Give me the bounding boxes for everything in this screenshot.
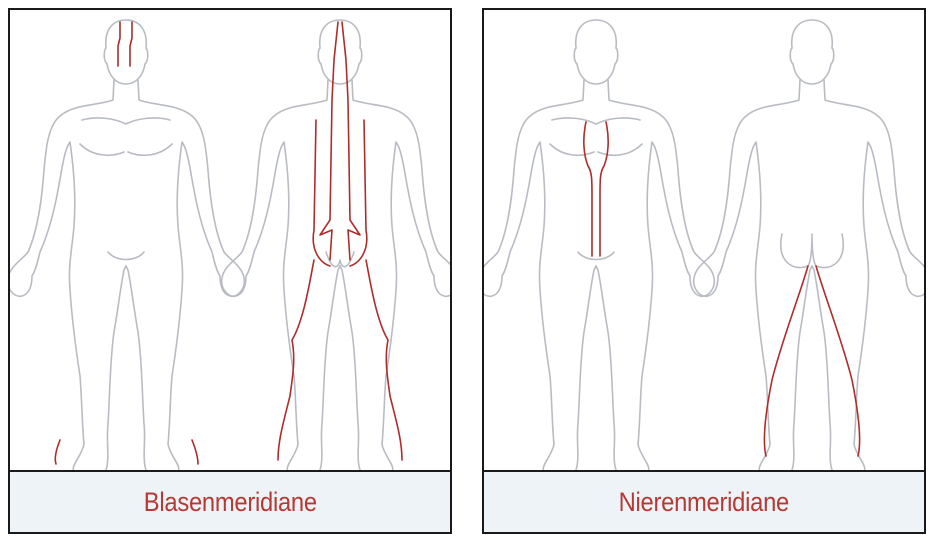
bladder-meridian-front-lines (55, 22, 198, 464)
kidney-meridian-illustration (484, 10, 924, 472)
bladder-meridian-illustration (10, 10, 450, 472)
kidney-meridian-panel: Nierenmeridiane (482, 8, 926, 534)
kidney-meridian-front-lines (584, 122, 608, 256)
front-body-figure (484, 20, 714, 472)
kidney-meridian-back-lines (764, 266, 859, 456)
front-body-figure (10, 20, 244, 472)
panel-caption: Blasenmeridiane (143, 487, 316, 518)
back-body-figure (694, 20, 924, 472)
bladder-meridian-back-lines (278, 22, 402, 460)
bladder-meridian-panel: Blasenmeridiane (8, 8, 452, 534)
back-body-figure (222, 20, 450, 472)
panel-caption: Nierenmeridiane (619, 487, 789, 518)
caption-bar: Nierenmeridiane (484, 470, 924, 532)
caption-bar: Blasenmeridiane (10, 470, 450, 532)
